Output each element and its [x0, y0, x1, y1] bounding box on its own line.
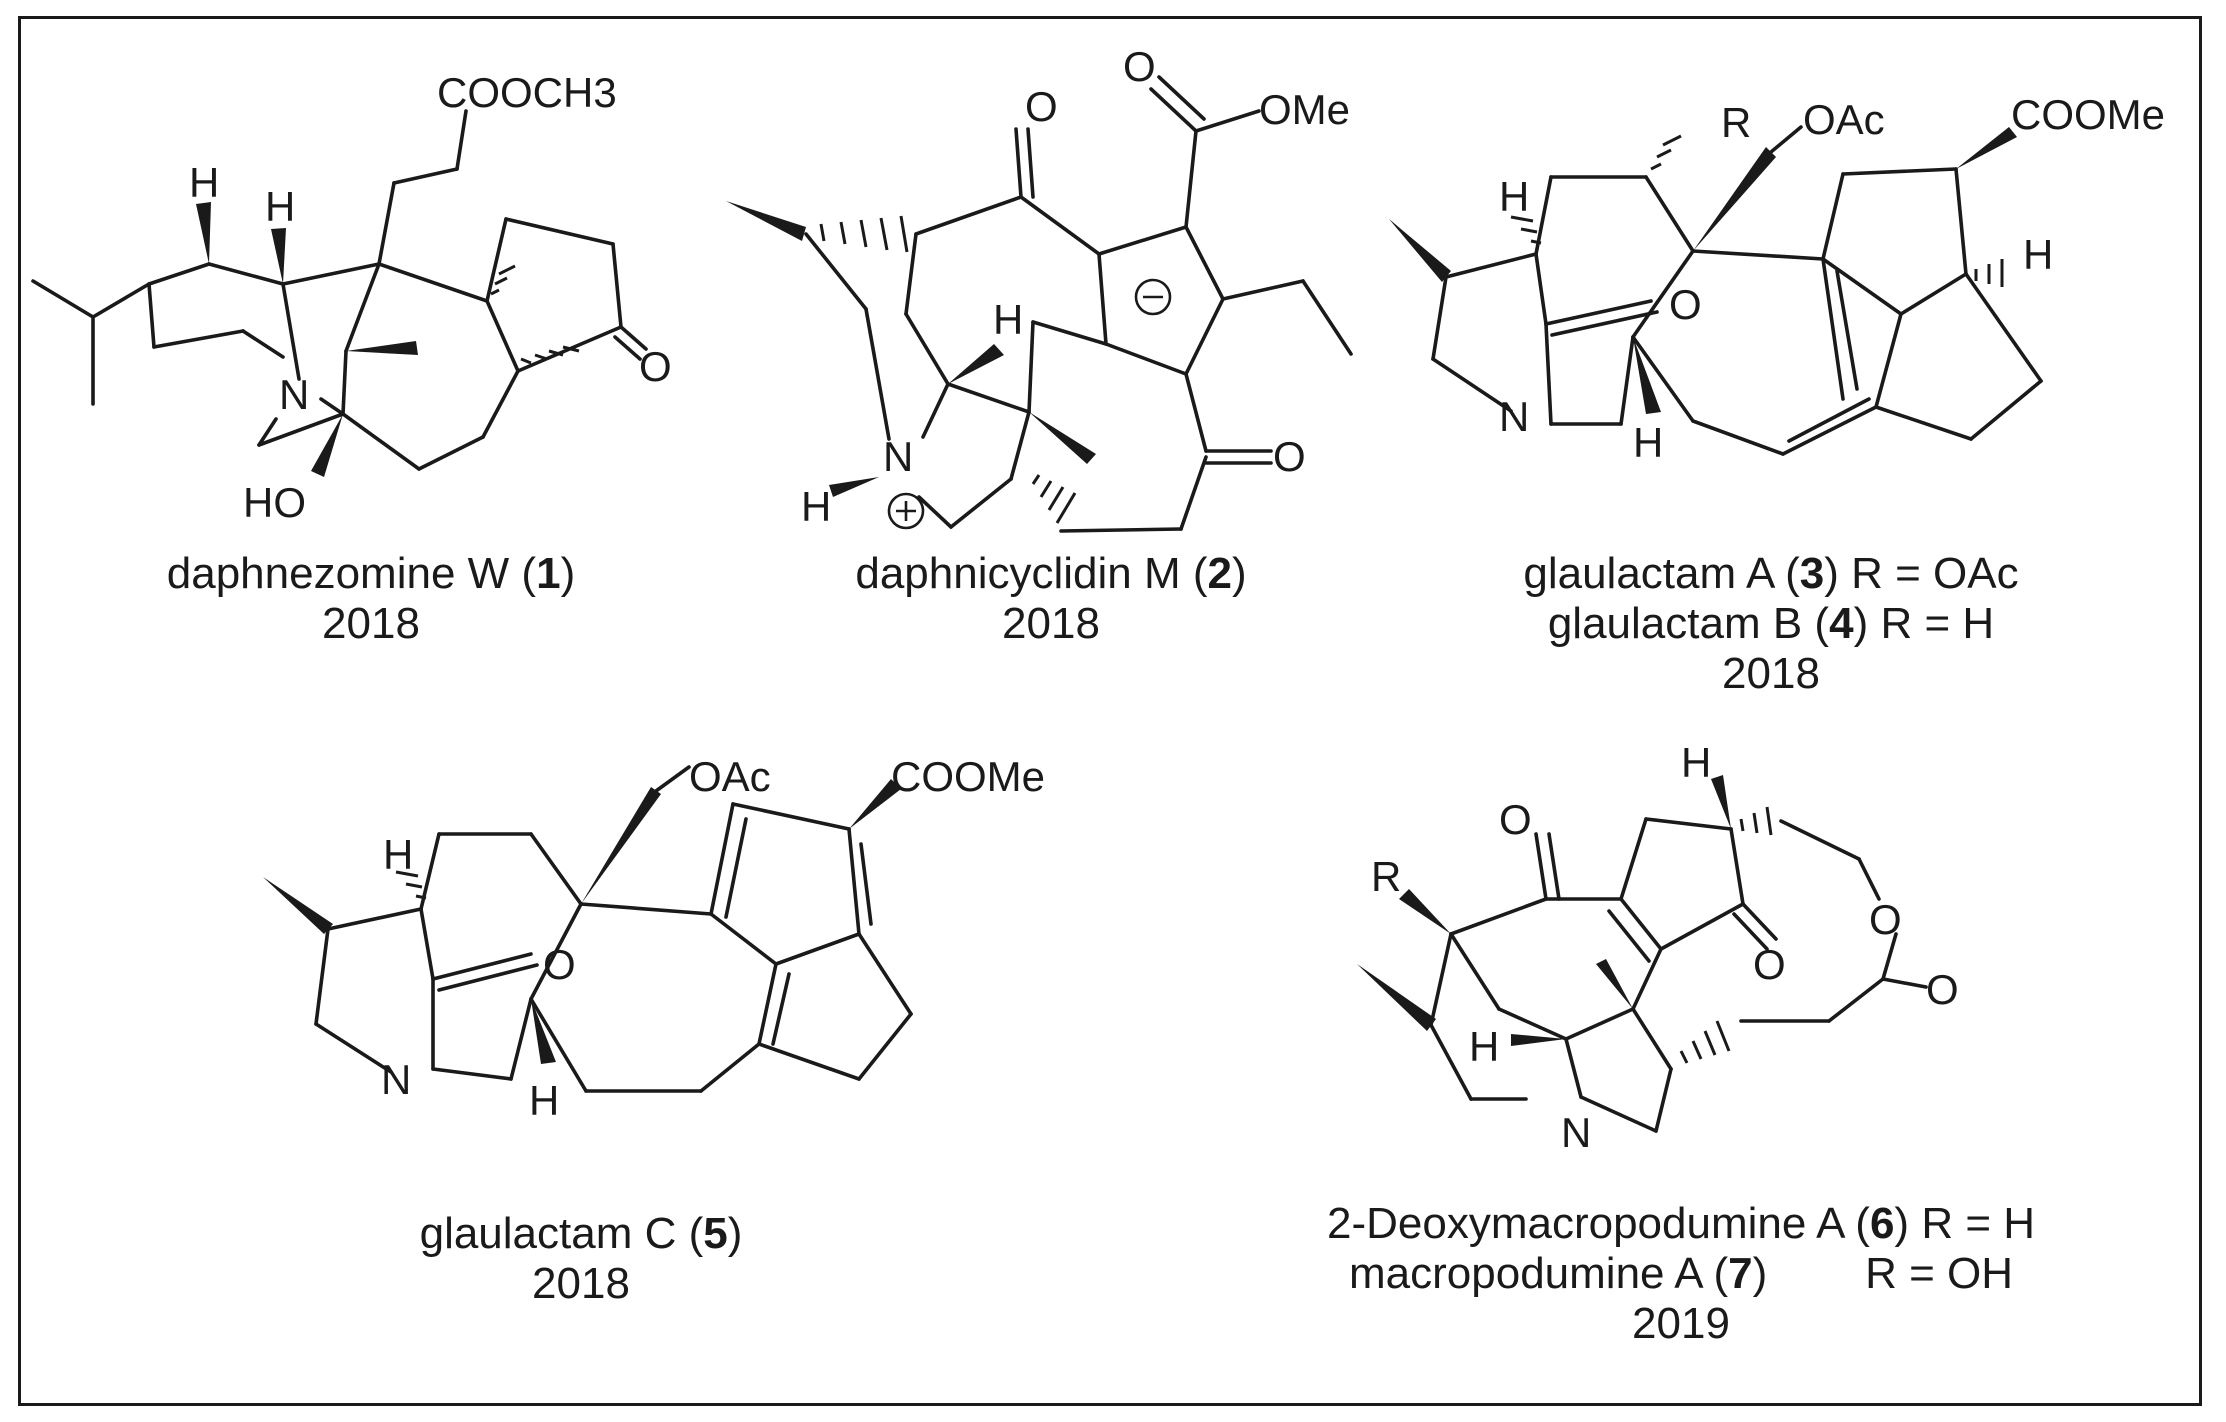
caption-name-line: daphnezomine W (1): [166, 549, 576, 598]
label-h: H: [1499, 173, 1529, 220]
compound-name: 2-Deoxymacropodumine A: [1326, 1199, 1844, 1248]
label-h: H: [801, 483, 831, 530]
caption-name-line: glaulactam A (3) R = OAc: [1523, 549, 2019, 598]
caption-year: 2018: [1722, 649, 1820, 698]
substituent-note: R = H: [1921, 1199, 2036, 1248]
structure-glaulactam-a-b: R OAc COOMe H O H N H: [1389, 91, 2165, 466]
label-oxygen: O: [639, 343, 672, 390]
structure-macropodumine: H O R O O O H N: [1357, 739, 1959, 1156]
label-h: H: [1681, 739, 1711, 786]
caption-name-line: daphnicyclidin M (2): [855, 549, 1247, 598]
compound-number: 6: [1869, 1199, 1895, 1248]
label-n: N: [1561, 1109, 1591, 1156]
label-n: N: [279, 371, 309, 418]
label-ester: COOMe: [891, 753, 1045, 800]
compound-number: 1: [536, 549, 561, 598]
compound-number: 4: [1829, 599, 1854, 648]
caption-name-line: 2-Deoxymacropodumine A (6) R = H: [1326, 1199, 2036, 1248]
label-ester: COOMe: [2011, 91, 2165, 138]
label-r: R: [1721, 99, 1751, 146]
label-h: H: [1469, 1023, 1499, 1070]
caption-year: 2018: [1002, 599, 1100, 648]
caption-name-line: glaulactam C (5): [419, 1209, 743, 1258]
label-h: H: [1633, 419, 1663, 466]
caption-year: 2019: [1632, 1299, 1730, 1348]
label-acetoxy: OAc: [1803, 96, 1885, 143]
label-n: N: [1499, 393, 1529, 440]
label-ester: COOCH3: [437, 69, 617, 116]
caption-compound-3-4: glaulactam A (3) R = OAc glaulactam B (4…: [1391, 549, 2151, 699]
label-oxygen: O: [1869, 896, 1902, 943]
label-oxygen: O: [1273, 433, 1306, 480]
label-h: H: [265, 183, 295, 230]
caption-year: 2018: [322, 599, 420, 648]
label-h: H: [383, 831, 413, 878]
figure-frame: COOCH3 H H N HO O: [18, 16, 2202, 1406]
compound-name: daphnicyclidin M: [855, 549, 1181, 598]
label-oxygen: O: [1025, 83, 1058, 130]
label-n: N: [883, 433, 913, 480]
substituent-note: R = OH: [1865, 1249, 2013, 1298]
compound-name: glaulactam B: [1547, 599, 1803, 648]
compound-name: glaulactam C: [419, 1209, 677, 1258]
label-oxygen: O: [1753, 941, 1786, 988]
label-acetoxy: OAc: [689, 753, 771, 800]
caption-name-line: macropodumine A (7) R = OH: [1349, 1249, 2013, 1298]
label-oxygen: O: [1926, 966, 1959, 1013]
negative-charge-icon: [1134, 278, 1172, 316]
compound-name: macropodumine A: [1349, 1249, 1702, 1298]
caption-compound-1: daphnezomine W (1) 2018: [21, 549, 721, 649]
label-methoxy: OMe: [1259, 86, 1350, 133]
caption-compound-6-7: 2-Deoxymacropodumine A (6) R = H macropo…: [1201, 1199, 2161, 1349]
compound-number: 2: [1207, 549, 1232, 598]
label-oxygen: O: [1669, 281, 1702, 328]
substituent-note: R = H: [1880, 599, 1995, 648]
caption-compound-5: glaulactam C (5) 2018: [281, 1209, 881, 1309]
label-h: H: [993, 296, 1023, 343]
compound-name: daphnezomine W: [166, 549, 510, 598]
label-oxygen: O: [1123, 43, 1156, 90]
structures-canvas: COOCH3 H H N HO O: [31, 43, 2165, 1156]
structure-glaulactam-c: OAc COOMe H O N H: [263, 753, 1045, 1124]
positive-charge-icon: [887, 492, 925, 530]
caption-name-line: glaulactam B (4) R = H: [1547, 599, 1995, 648]
label-hydroxyl: HO: [243, 479, 306, 526]
label-oxygen: O: [1499, 796, 1532, 843]
label-h: H: [2023, 231, 2053, 278]
substituent-note: R = OAc: [1851, 549, 2019, 598]
compound-name: glaulactam A: [1523, 549, 1773, 598]
structure-daphnezomine-w: COOCH3 H H N HO O: [31, 69, 672, 526]
structure-daphnicyclidin-m: O OMe O H N H O: [726, 43, 1353, 533]
label-r: R: [1371, 853, 1401, 900]
label-n: N: [381, 1056, 411, 1103]
compound-number: 3: [1799, 549, 1825, 598]
compound-number: 7: [1728, 1249, 1753, 1298]
label-h: H: [189, 159, 219, 206]
label-oxygen: O: [543, 941, 576, 988]
caption-compound-2: daphnicyclidin M (2) 2018: [721, 549, 1381, 649]
caption-year: 2018: [532, 1259, 630, 1308]
label-h: H: [529, 1077, 559, 1124]
compound-number: 5: [703, 1209, 728, 1258]
